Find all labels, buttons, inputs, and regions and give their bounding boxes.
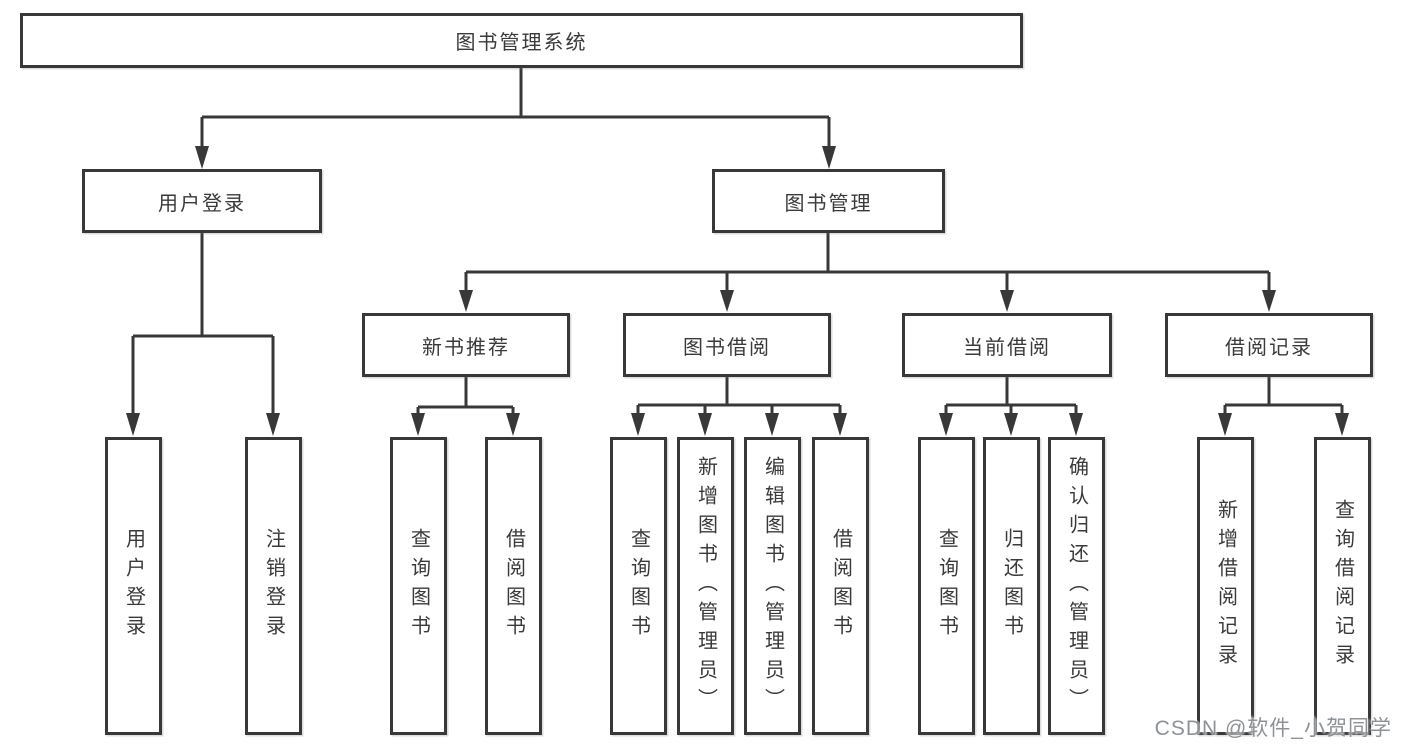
connector-paths bbox=[131, 68, 1344, 414]
node-label: 新增图书（管理员） bbox=[694, 455, 717, 717]
leaf-add-book-admin: 新增图书（管理员） bbox=[677, 437, 734, 735]
leaf-add-borrow-record: 新增借阅记录 bbox=[1197, 437, 1254, 735]
node-borrow-record: 借阅记录 bbox=[1165, 313, 1373, 377]
node-label: 查询图书 bbox=[407, 528, 430, 644]
leaf-return-book: 归还图书 bbox=[983, 437, 1040, 735]
node-label: 借阅图书 bbox=[829, 528, 852, 644]
node-book-borrow: 图书借阅 bbox=[623, 313, 831, 377]
arrowheads bbox=[126, 146, 1349, 436]
node-label: 确认归还（管理员） bbox=[1065, 455, 1088, 717]
node-label: 图书管理系统 bbox=[455, 32, 588, 54]
node-label: 归还图书 bbox=[1000, 528, 1023, 644]
leaf-query-borrow-record: 查询借阅记录 bbox=[1314, 437, 1371, 735]
node-label: 当前借阅 bbox=[963, 336, 1051, 359]
leaf-confirm-return-admin: 确认归还（管理员） bbox=[1048, 437, 1105, 735]
node-current-borrow: 当前借阅 bbox=[902, 313, 1112, 377]
node-label: 用户登录 bbox=[122, 528, 145, 644]
node-new-book-recommend: 新书推荐 bbox=[362, 313, 570, 377]
node-library-management-system: 图书管理系统 bbox=[20, 13, 1023, 68]
node-label: 新增借阅记录 bbox=[1214, 499, 1237, 673]
node-user-login: 用户登录 bbox=[82, 169, 322, 233]
node-label: 借阅记录 bbox=[1225, 336, 1313, 359]
leaf-borrow-book: 借阅图书 bbox=[812, 437, 869, 735]
leaf-query-book-current: 查询图书 bbox=[918, 437, 975, 735]
leaf-edit-book-admin: 编辑图书（管理员） bbox=[744, 437, 801, 735]
node-label: 图书借阅 bbox=[683, 336, 771, 359]
leaf-query-book-borrow: 查询图书 bbox=[610, 437, 667, 735]
node-label: 编辑图书（管理员） bbox=[761, 455, 784, 717]
node-book-management: 图书管理 bbox=[712, 169, 945, 233]
node-label: 新书推荐 bbox=[422, 336, 510, 359]
leaf-user-login: 用户登录 bbox=[105, 437, 162, 735]
csdn-watermark: CSDN @软件_小贺同学 bbox=[1154, 717, 1392, 740]
node-label: 查询图书 bbox=[627, 528, 650, 644]
node-label: 用户登录 bbox=[158, 192, 246, 215]
leaf-query-book-recommend: 查询图书 bbox=[390, 437, 447, 735]
node-label: 查询图书 bbox=[935, 528, 958, 644]
leaf-logout: 注销登录 bbox=[245, 437, 302, 735]
node-label: 查询借阅记录 bbox=[1331, 499, 1354, 673]
leaf-borrow-book-recommend: 借阅图书 bbox=[485, 437, 542, 735]
node-label: 图书管理 bbox=[784, 192, 873, 215]
node-label: 借阅图书 bbox=[502, 528, 525, 644]
node-label: 注销登录 bbox=[262, 528, 285, 644]
